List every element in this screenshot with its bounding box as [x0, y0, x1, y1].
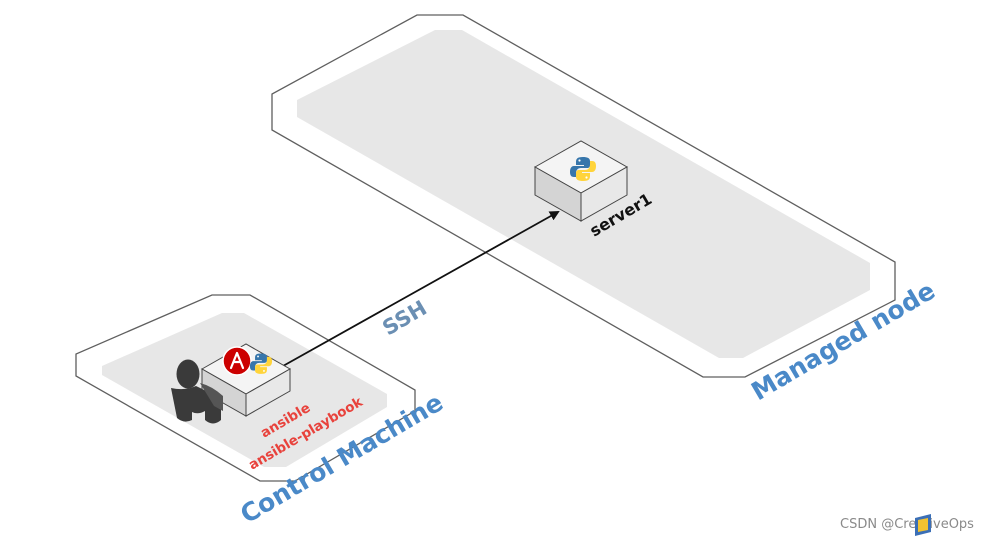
server-cube-right	[580, 166, 628, 222]
managed-node-zone: Managed node	[271, 14, 940, 406]
watermark: CSDN @CreativeOps	[840, 517, 974, 532]
python-icon	[249, 353, 273, 374]
watermark-logo-icon	[915, 514, 931, 536]
user-icon	[171, 359, 223, 424]
ssh-label: SSH	[378, 296, 431, 340]
python-icon	[570, 157, 596, 181]
control-cube-right	[245, 368, 291, 417]
ssh-arrow	[282, 211, 560, 367]
ansible-logo-icon	[222, 346, 252, 376]
ssh-connection: SSH	[282, 211, 560, 367]
